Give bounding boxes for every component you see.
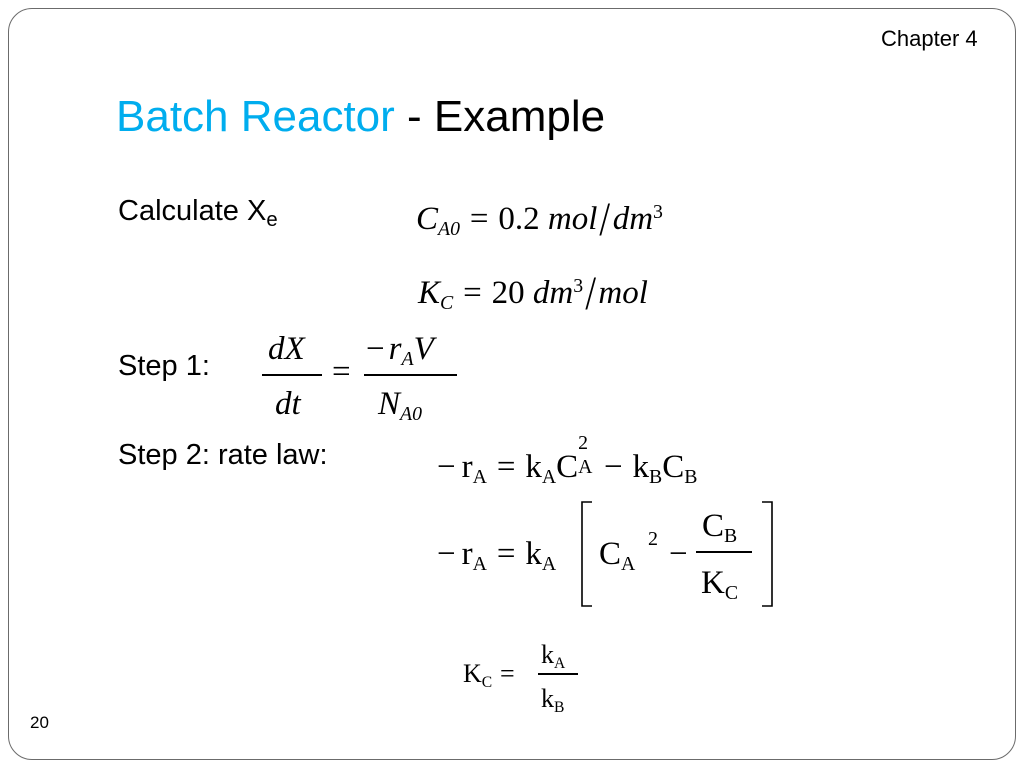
kc-sub: C <box>440 292 454 315</box>
kc-unit-num: dm <box>532 275 574 311</box>
rate1-minus2: − <box>604 449 623 485</box>
step1-rhs-bar <box>364 374 457 376</box>
rate2-den-var: K <box>701 565 725 601</box>
rate2-r-sub: A <box>472 553 487 576</box>
ca0-value: 0.2 <box>498 201 540 237</box>
rate2-k-sub: A <box>541 553 557 576</box>
kc-ratio-k: K <box>463 659 482 688</box>
step1-v: V <box>413 331 434 367</box>
kc-unit-den: mol <box>598 275 648 311</box>
step1-n-sub: A0 <box>400 403 422 426</box>
calculate-subscript: e <box>266 209 278 232</box>
slide-frame <box>8 8 1016 760</box>
step1-r: r <box>388 331 402 367</box>
calculate-text: Calculate X <box>118 195 267 227</box>
ca0-var: C <box>416 201 439 237</box>
ca0-unit-exp: 3 <box>653 201 663 224</box>
step1-lhs-den: dt <box>275 386 301 422</box>
step1-label: Step 1: <box>118 350 210 382</box>
kc-equation: KC =20 dm3/mol <box>418 264 648 317</box>
kc-ratio-k-sub: C <box>481 673 493 691</box>
rate2-den-sub: C <box>724 582 739 605</box>
kc-ratio-lhs: KC = <box>463 659 522 691</box>
kc-ratio-den-k: k <box>541 684 554 713</box>
rate2-ca-var: C <box>599 536 622 572</box>
step1-eq: = <box>332 354 351 390</box>
rate2-ca-sup: 2 <box>648 528 658 550</box>
ca0-unit-den: dm <box>612 201 654 237</box>
kc-ratio-bar <box>538 673 578 675</box>
step1-rhs-num: −rAV <box>366 331 434 370</box>
rate1-k2: k <box>632 449 650 485</box>
step1-n: N <box>378 386 401 422</box>
kc-var: K <box>418 275 441 311</box>
rate1-c1-sup: 2 <box>578 432 589 454</box>
rate2-r: r <box>461 536 473 572</box>
slide-title: Batch Reactor - Example <box>116 92 605 142</box>
rate1-c2-sub: B <box>684 466 698 489</box>
ca0-equation: CA0 =0.2 mol/dm3 <box>416 190 663 243</box>
step1-rhs-den: NA0 <box>378 386 422 425</box>
ca0-sub: A0 <box>438 218 460 241</box>
step1-lhs-bar <box>262 374 322 376</box>
title-highlight: Batch Reactor <box>116 92 395 141</box>
ca0-slash: / <box>599 192 611 246</box>
rate2-frac-bar <box>696 551 752 553</box>
rate2-num-var: C <box>702 508 725 544</box>
rate1-minus: − <box>437 449 456 485</box>
rate2-eq: = <box>496 536 516 572</box>
rate2-num: CB <box>702 508 737 547</box>
rate2-ca: CA <box>599 536 635 575</box>
kc-ratio-den: kB <box>541 684 564 716</box>
kc-ratio-den-sub: B <box>554 698 565 716</box>
rate1-c1: C <box>556 449 579 485</box>
rate2-ca-sub: A <box>621 553 636 576</box>
kc-eq: = <box>463 275 482 311</box>
rate2-lhs: −rA=kA <box>437 536 556 575</box>
rate2-minus: − <box>437 536 456 572</box>
step1-r-sub: A <box>401 348 414 371</box>
rate1-r: r <box>461 449 473 485</box>
ca0-unit-num: mol <box>547 201 598 237</box>
rate1-k2-sub: B <box>649 466 663 489</box>
rate2-num-sub: B <box>724 525 738 548</box>
kc-ratio-num-sub: A <box>554 654 566 672</box>
title-rest: - Example <box>407 92 606 141</box>
step2-label: Step 2: rate law: <box>118 439 328 471</box>
rate1-r-sub: A <box>472 466 487 489</box>
rate2-den: KC <box>701 565 738 604</box>
rate1-c2: C <box>662 449 685 485</box>
ca0-eq: = <box>469 201 489 237</box>
kc-slash: / <box>585 266 597 320</box>
kc-ratio-num: kA <box>541 640 565 672</box>
kc-value: 20 <box>491 275 525 311</box>
rate1-k1-sub: A <box>541 466 557 489</box>
rate1-c1-sub: A <box>578 456 593 478</box>
kc-unit-exp: 3 <box>573 275 584 298</box>
rate2-k: k <box>525 536 542 572</box>
page-number: 20 <box>30 713 49 732</box>
step1-lhs-num: dX <box>268 331 305 367</box>
rate2-brackets <box>581 501 773 607</box>
kc-ratio-eq: = <box>499 659 515 688</box>
rate1-eq: = <box>496 449 516 485</box>
kc-ratio-num-k: k <box>541 640 554 669</box>
rate1-k1: k <box>525 449 542 485</box>
rate2-minus2: − <box>669 536 688 572</box>
calculate-label: Calculate Xe <box>118 195 278 232</box>
chapter-label: Chapter 4 <box>881 26 978 51</box>
step1-minus: − <box>366 331 385 367</box>
